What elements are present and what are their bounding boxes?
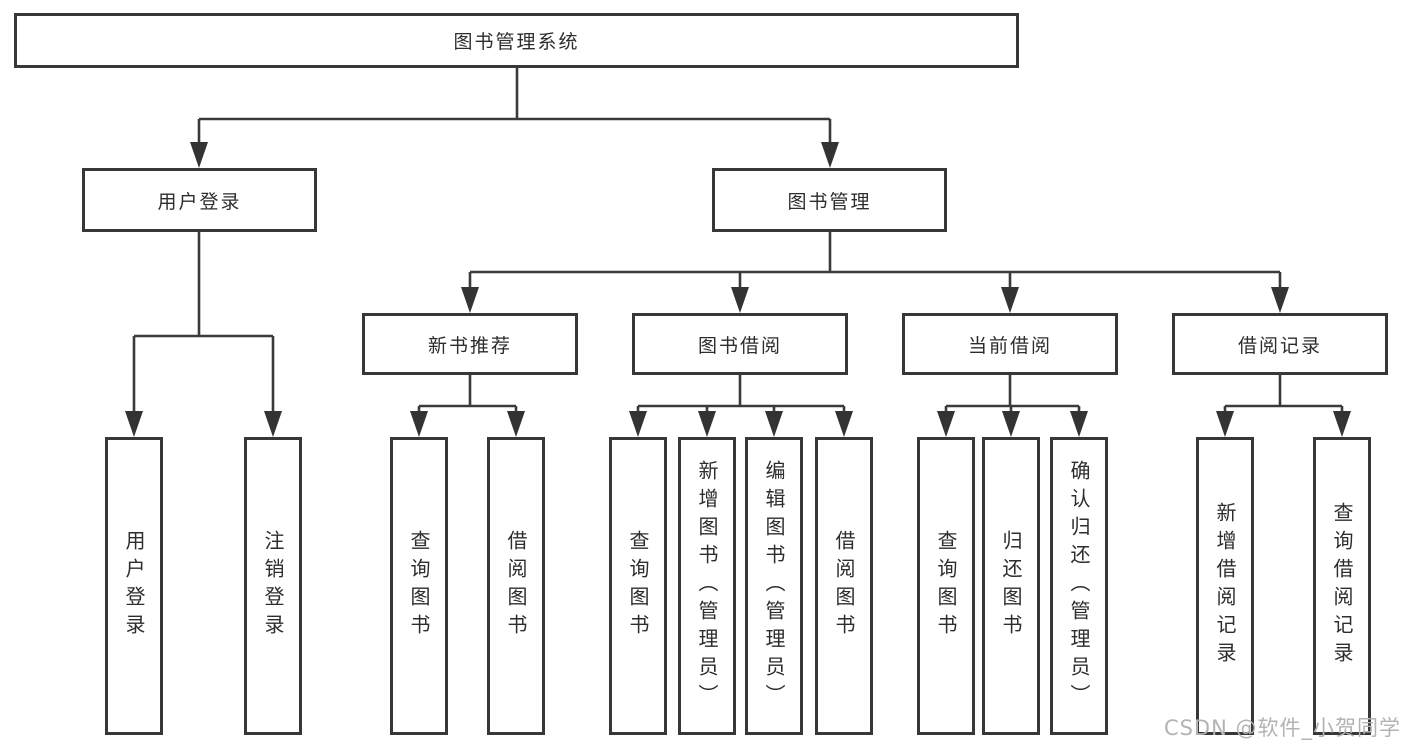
- leaf-label: 查询借阅记录: [1330, 502, 1354, 670]
- node-label: 借阅记录: [1237, 334, 1322, 357]
- leaf-label: 借阅图书: [504, 530, 528, 642]
- edge-recommend-to-leaves: [417, 375, 518, 413]
- leaf-label: 注销登录: [261, 530, 285, 642]
- node-label: 新书推荐: [427, 334, 512, 357]
- leaf-label: 用户登录: [122, 530, 146, 642]
- leaf-edit-books-admin: 编辑图书（管理员）: [745, 437, 803, 735]
- node-root-label: 图书管理系统: [453, 31, 580, 53]
- leaf-logout-login: 注销登录: [244, 437, 302, 735]
- leaf-label: 查询图书: [407, 530, 431, 642]
- leaf-borrow-books-recommend: 借阅图书: [487, 437, 545, 735]
- leaf-return-books: 归还图书: [982, 437, 1040, 735]
- leaf-label: 新增借阅记录: [1213, 502, 1237, 670]
- node-root-library-system: 图书管理系统: [14, 13, 1019, 68]
- leaf-label: 新增图书（管理员）: [695, 460, 719, 712]
- leaf-borrow-books-borrow: 借阅图书: [815, 437, 873, 735]
- leaf-add-books-admin: 新增图书（管理员）: [678, 437, 736, 735]
- node-book-borrow: 图书借阅: [632, 313, 848, 375]
- leaf-label: 借阅图书: [832, 530, 856, 642]
- edge-record-to-leaves: [1223, 375, 1344, 413]
- node-book-management-module: 图书管理: [712, 168, 947, 232]
- node-label: 图书借阅: [697, 334, 782, 357]
- arrowheads: [125, 142, 1351, 437]
- leaf-label: 确认归还（管理员）: [1067, 460, 1091, 712]
- leaf-query-books-current: 查询图书: [917, 437, 975, 735]
- edge-root-to-level2: [197, 68, 832, 144]
- edge-userlogin-to-leaves: [132, 232, 275, 413]
- leaf-query-borrow-record: 查询借阅记录: [1313, 437, 1371, 735]
- node-current-borrow: 当前借阅: [902, 313, 1118, 375]
- csdn-watermark: CSDN @软件_小贺同学: [1163, 716, 1401, 740]
- leaf-user-login: 用户登录: [105, 437, 163, 735]
- leaf-add-borrow-record: 新增借阅记录: [1196, 437, 1254, 735]
- node-label: 用户登录: [157, 190, 242, 213]
- edge-bookmgmt-to-level3: [468, 232, 1282, 289]
- leaf-label: 归还图书: [999, 530, 1023, 642]
- leaf-label: 查询图书: [934, 530, 958, 642]
- node-label: 当前借阅: [967, 334, 1052, 357]
- edge-current-to-leaves: [944, 375, 1081, 413]
- leaf-label: 编辑图书（管理员）: [762, 460, 786, 712]
- leaf-confirm-return-admin: 确认归还（管理员）: [1050, 437, 1108, 735]
- node-user-login-module: 用户登录: [82, 168, 317, 232]
- node-label: 图书管理: [787, 190, 872, 213]
- leaf-query-books-borrow: 查询图书: [609, 437, 667, 735]
- leaf-query-books-recommend: 查询图书: [390, 437, 448, 735]
- edge-borrow-to-leaves: [636, 375, 846, 413]
- node-new-book-recommend: 新书推荐: [362, 313, 578, 375]
- node-borrow-record: 借阅记录: [1172, 313, 1388, 375]
- leaf-label: 查询图书: [626, 530, 650, 642]
